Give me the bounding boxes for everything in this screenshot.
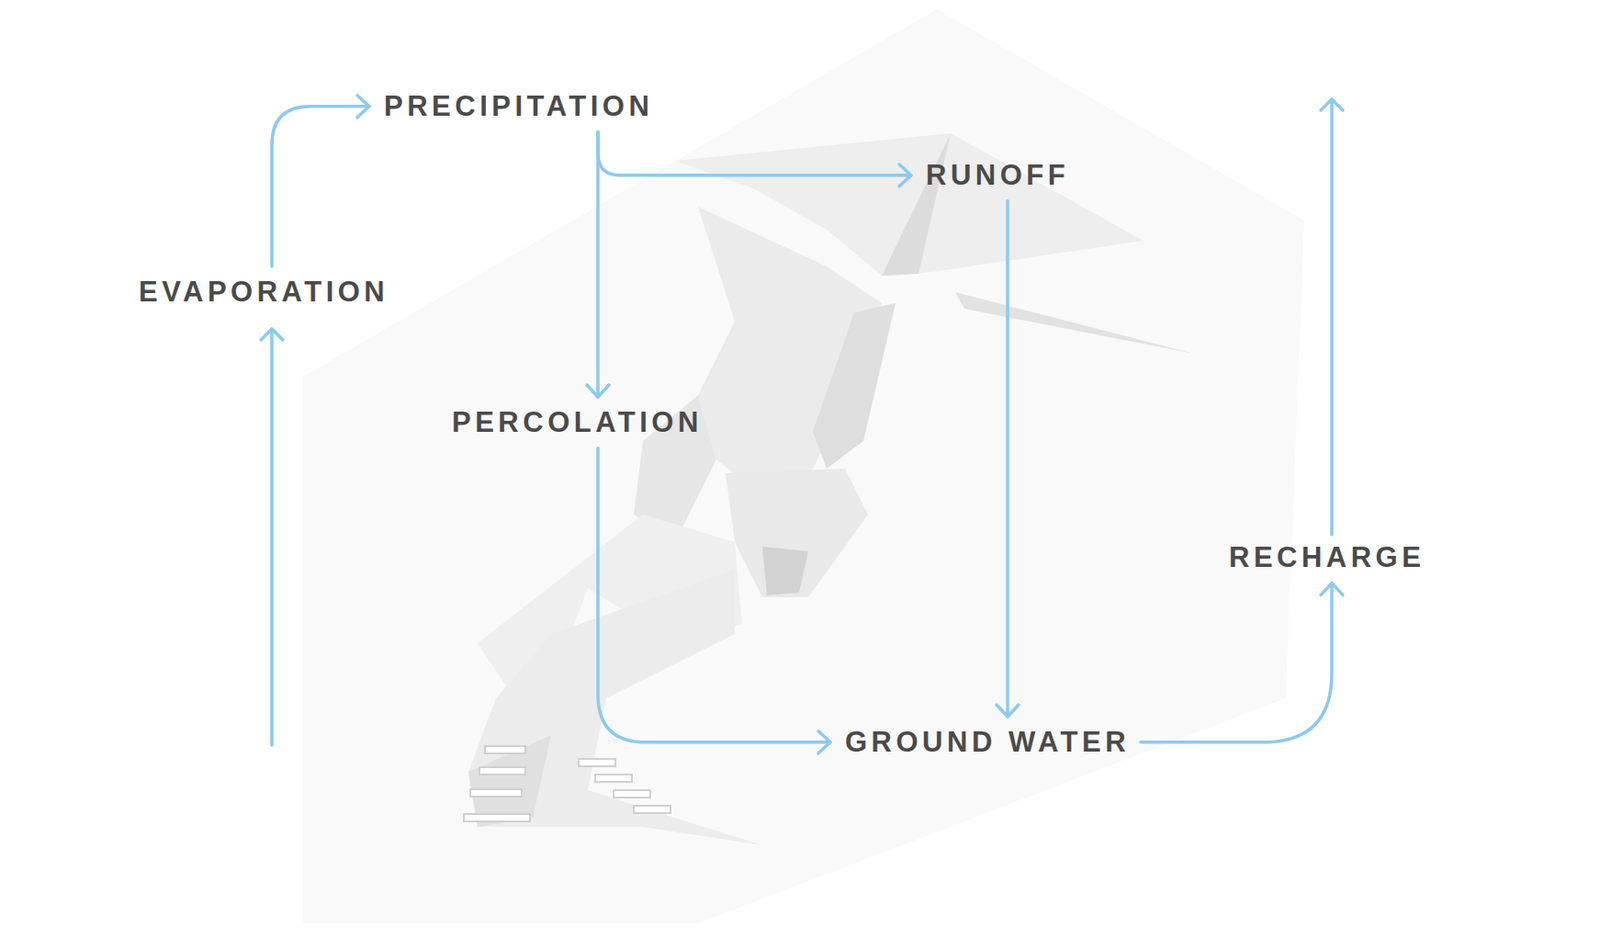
arrow-head [899,164,912,187]
cycle-stage: PERCOLATION [446,402,705,443]
cycle-stage: EVAPORATION [133,271,391,313]
cycle-stage: PRECIPITATION [378,86,655,127]
step [595,774,632,782]
flow-arrow [1140,583,1343,743]
ground-block [303,9,1305,924]
crevice-wedge [955,292,1195,354]
flow-arrow [586,132,609,397]
rising-line [1329,99,1334,535]
stage-label: RUNOFF [925,158,1070,192]
cycle-stage: RUNOFF [920,155,1071,196]
arrow-head [357,95,370,118]
flow-line [597,448,831,743]
step [613,789,651,798]
flow-line [597,132,912,176]
stage-label: PRECIPITATION [383,90,654,124]
step [479,766,526,775]
flow-line [1005,201,1010,717]
arrow-head [1320,583,1343,596]
step [470,788,522,797]
stage-label: RECHARGE [1228,540,1425,575]
flow-arrow [996,201,1019,717]
step [484,745,526,754]
stage-label: GROUND WATER [845,725,1130,759]
arrow-head [586,384,609,397]
flow-arrow [597,132,912,187]
crevice-pit [725,468,868,598]
cycle-stage: RECHARGE [1223,537,1427,578]
arrow-head [996,704,1019,717]
water-cycle-lines [260,99,1343,745]
arrow-head [1320,99,1343,111]
crevice-floor [468,569,763,846]
stage-label: EVAPORATION [138,275,389,309]
step [463,813,530,822]
flow-line [1140,583,1332,743]
step [633,805,671,813]
flow-line [271,106,370,267]
flow-arrow [597,448,831,754]
arrow-head [260,328,283,340]
crevice-wedge [881,133,951,276]
step-group [463,745,671,822]
stage-label: PERCOLATION [451,405,703,440]
cycle-stage: GROUND WATER [839,721,1132,763]
rising-line [270,328,274,745]
crevice-wall [812,303,896,469]
step [578,758,616,767]
flow-line [596,132,600,397]
flow-arrow [271,95,370,267]
crevice-pit [762,546,809,596]
arrow-head [818,731,831,754]
